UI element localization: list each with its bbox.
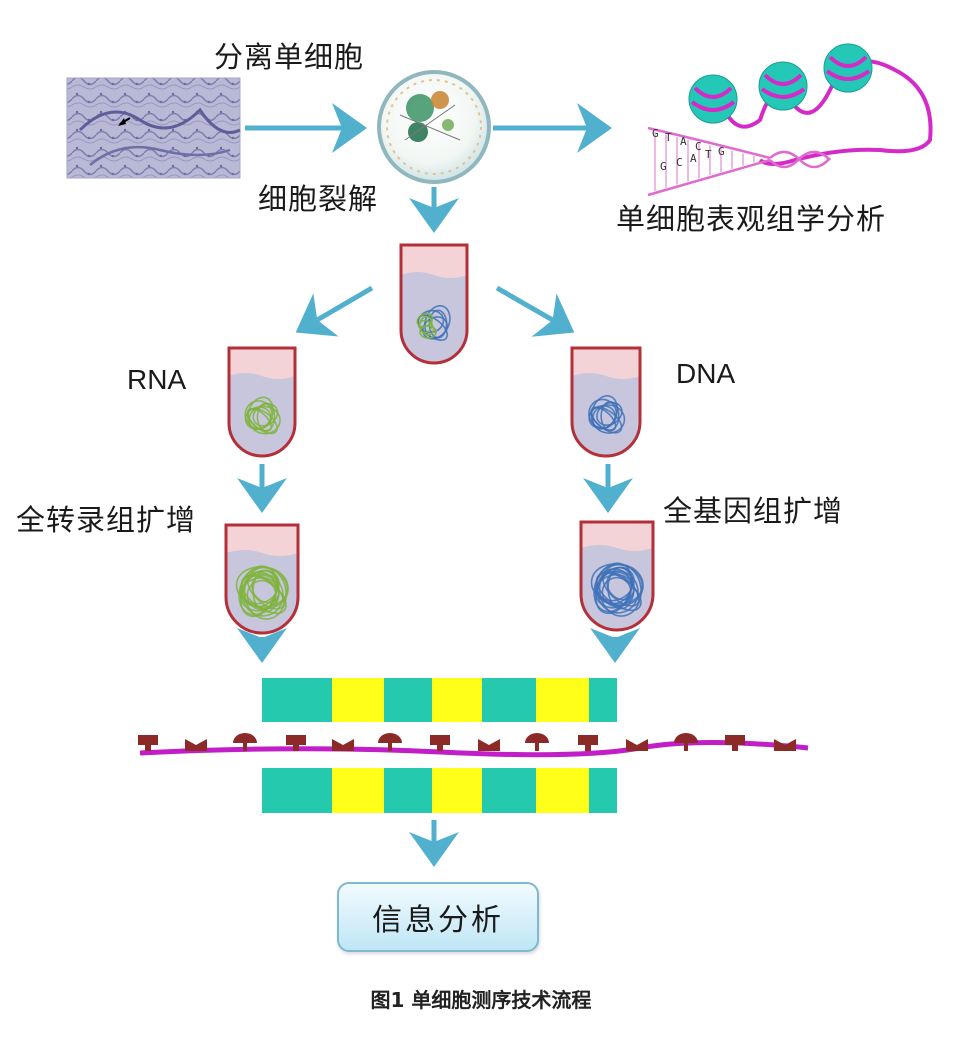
figure-caption: 图1 单细胞测序技术流程 — [370, 988, 592, 1012]
sequence-block — [332, 678, 384, 722]
arrow-lysate-to-dna — [495, 285, 575, 337]
adapter-icon — [332, 739, 354, 751]
adapter-icon — [138, 735, 158, 751]
rna-tube — [227, 346, 297, 458]
sequence-block — [482, 768, 536, 813]
information-analysis-label: 信息分析 — [372, 903, 504, 938]
sequence-block — [384, 678, 432, 722]
tissue-section-image — [66, 77, 241, 179]
arrow-lysate-to-rna — [295, 285, 374, 337]
label-cell-lysis: 细胞裂解 — [258, 182, 379, 216]
sequence-block — [482, 678, 536, 722]
adapter-icon — [725, 735, 745, 751]
dna-base-letter: G — [718, 145, 725, 158]
sequence-block — [262, 678, 332, 722]
sequence-block — [432, 768, 482, 813]
dna-base-letter: G — [660, 160, 667, 173]
sequencing-backbone — [139, 740, 809, 758]
dna-base-letter: G — [652, 127, 659, 140]
sequence-block-strip-bottom — [262, 768, 617, 813]
adapter-row — [138, 733, 796, 751]
adapter-icon — [626, 739, 648, 751]
adapter-icon — [578, 735, 598, 751]
adapter-icon — [525, 733, 549, 751]
dna-base-letter: T — [705, 148, 712, 161]
sequence-block — [589, 768, 617, 813]
label-whole-transcriptome-amplification: 全转录组扩增 — [16, 503, 197, 537]
wga-amplified-tube — [579, 520, 655, 632]
sequence-block-strip-top — [262, 678, 617, 722]
adapter-icon — [185, 739, 207, 751]
adapter-icon — [478, 739, 500, 751]
wta-amplified-tube — [224, 523, 300, 635]
adapter-icon — [774, 739, 796, 751]
adapter-icon — [430, 735, 450, 751]
label-dna: DNA — [676, 358, 736, 389]
dna-base-letter: C — [676, 156, 683, 169]
sequence-block — [536, 678, 589, 722]
label-epigenome-analysis: 单细胞表观组学分析 — [616, 202, 887, 236]
adapter-icon — [674, 733, 698, 751]
label-isolate-single-cell: 分离单细胞 — [214, 40, 365, 74]
sequence-block — [384, 768, 432, 813]
dna-base-letter: A — [690, 152, 697, 165]
single-cell-image — [377, 70, 491, 184]
adapter-icon — [286, 735, 306, 751]
sequence-block — [332, 768, 384, 813]
information-analysis-box: 信息分析 — [337, 882, 539, 952]
adapter-icon — [378, 733, 402, 751]
dna-tube — [570, 346, 642, 458]
pointer-arrow-icon — [118, 118, 126, 126]
lysate-tube — [399, 243, 469, 365]
dna-base-letter: T — [665, 131, 672, 144]
adapter-icon — [233, 733, 257, 751]
sequence-block — [262, 768, 332, 813]
label-rna: RNA — [127, 364, 187, 395]
dna-base-letter: C — [695, 140, 702, 153]
sequence-block — [536, 768, 589, 813]
sequence-block — [589, 678, 617, 722]
sequence-block — [432, 678, 482, 722]
label-whole-genome-amplification: 全基因组扩增 — [663, 494, 844, 528]
dna-base-letter: A — [680, 135, 687, 148]
